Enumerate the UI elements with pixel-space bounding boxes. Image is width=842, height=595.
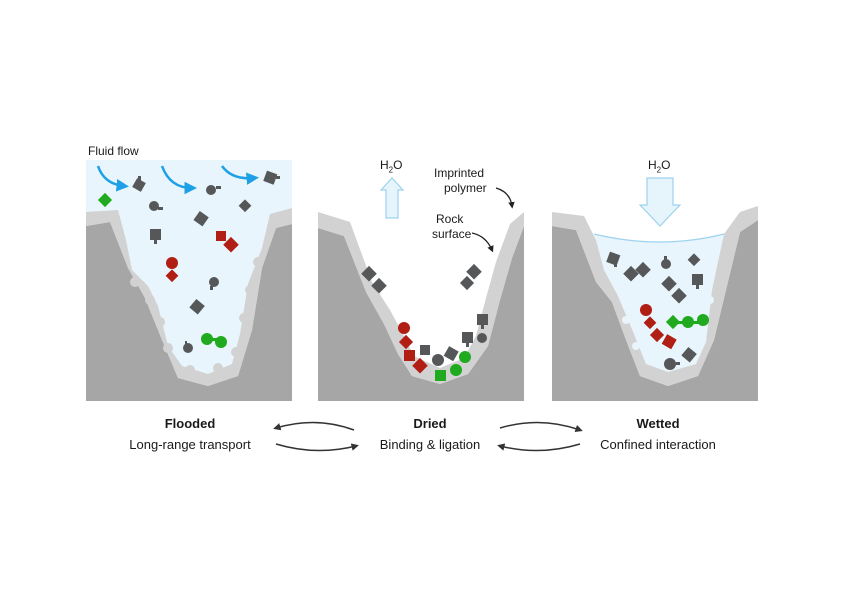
stage-title-flooded: Flooded: [164, 416, 216, 431]
h2o-h: H: [380, 158, 389, 172]
rock-surface: [552, 220, 758, 401]
h2o-o: O: [393, 158, 403, 172]
h2o-down-arrow: [638, 177, 682, 227]
panel-wetted: [552, 160, 758, 401]
h2o-h: H: [648, 158, 657, 172]
imprinted-polymer-layer: [86, 208, 292, 386]
h2o-up-arrow: [379, 177, 405, 219]
cycle-arrows-left: [273, 421, 359, 452]
rock-surface-label: Rock surface: [432, 212, 471, 242]
stage-subtitle-dried: Binding & ligation: [379, 437, 481, 452]
rock-line1: Rock: [436, 212, 464, 226]
imprinted-polymer-layer: [318, 212, 524, 384]
stage-subtitle-flooded: Long-range transport: [129, 437, 251, 452]
rock-surface: [86, 222, 292, 401]
monomers-flooded: [97, 170, 280, 353]
panel-dried: [318, 160, 524, 401]
monomers-dried: [361, 263, 488, 381]
fluid-flow-label: Fluid flow: [88, 144, 139, 158]
rock-surface-pointer: [471, 232, 494, 253]
h2o-label-wetted: H2O: [648, 158, 670, 174]
confined-water: [594, 234, 724, 372]
polymer-pits: [130, 257, 263, 375]
stage-title-dried: Dried: [413, 416, 447, 431]
imprinted-line1: Imprinted: [434, 166, 485, 180]
imprinted-polymer-label: Imprinted polymer: [434, 166, 487, 196]
h2o-label-dried: H2O: [380, 158, 402, 174]
monomers-wetted: [606, 251, 709, 370]
flow-arrows: [96, 165, 259, 195]
h2o-sub: 2: [388, 165, 394, 175]
water-surface-line: [593, 233, 725, 243]
stage-subtitle-wetted: Confined interaction: [600, 437, 716, 452]
h2o-sub: 2: [656, 165, 662, 175]
cycle-arrows-right: [497, 421, 583, 452]
imprinted-line2: polymer: [444, 181, 487, 195]
panel-flooded: [86, 160, 292, 401]
stage-title-wetted: Wetted: [636, 416, 680, 431]
rock-line2: surface: [432, 227, 472, 241]
rock-surface: [318, 226, 524, 401]
imprinted-polymer-pointer: [495, 187, 515, 209]
h2o-o: O: [661, 158, 671, 172]
imprinted-polymer-layer: [552, 206, 758, 386]
